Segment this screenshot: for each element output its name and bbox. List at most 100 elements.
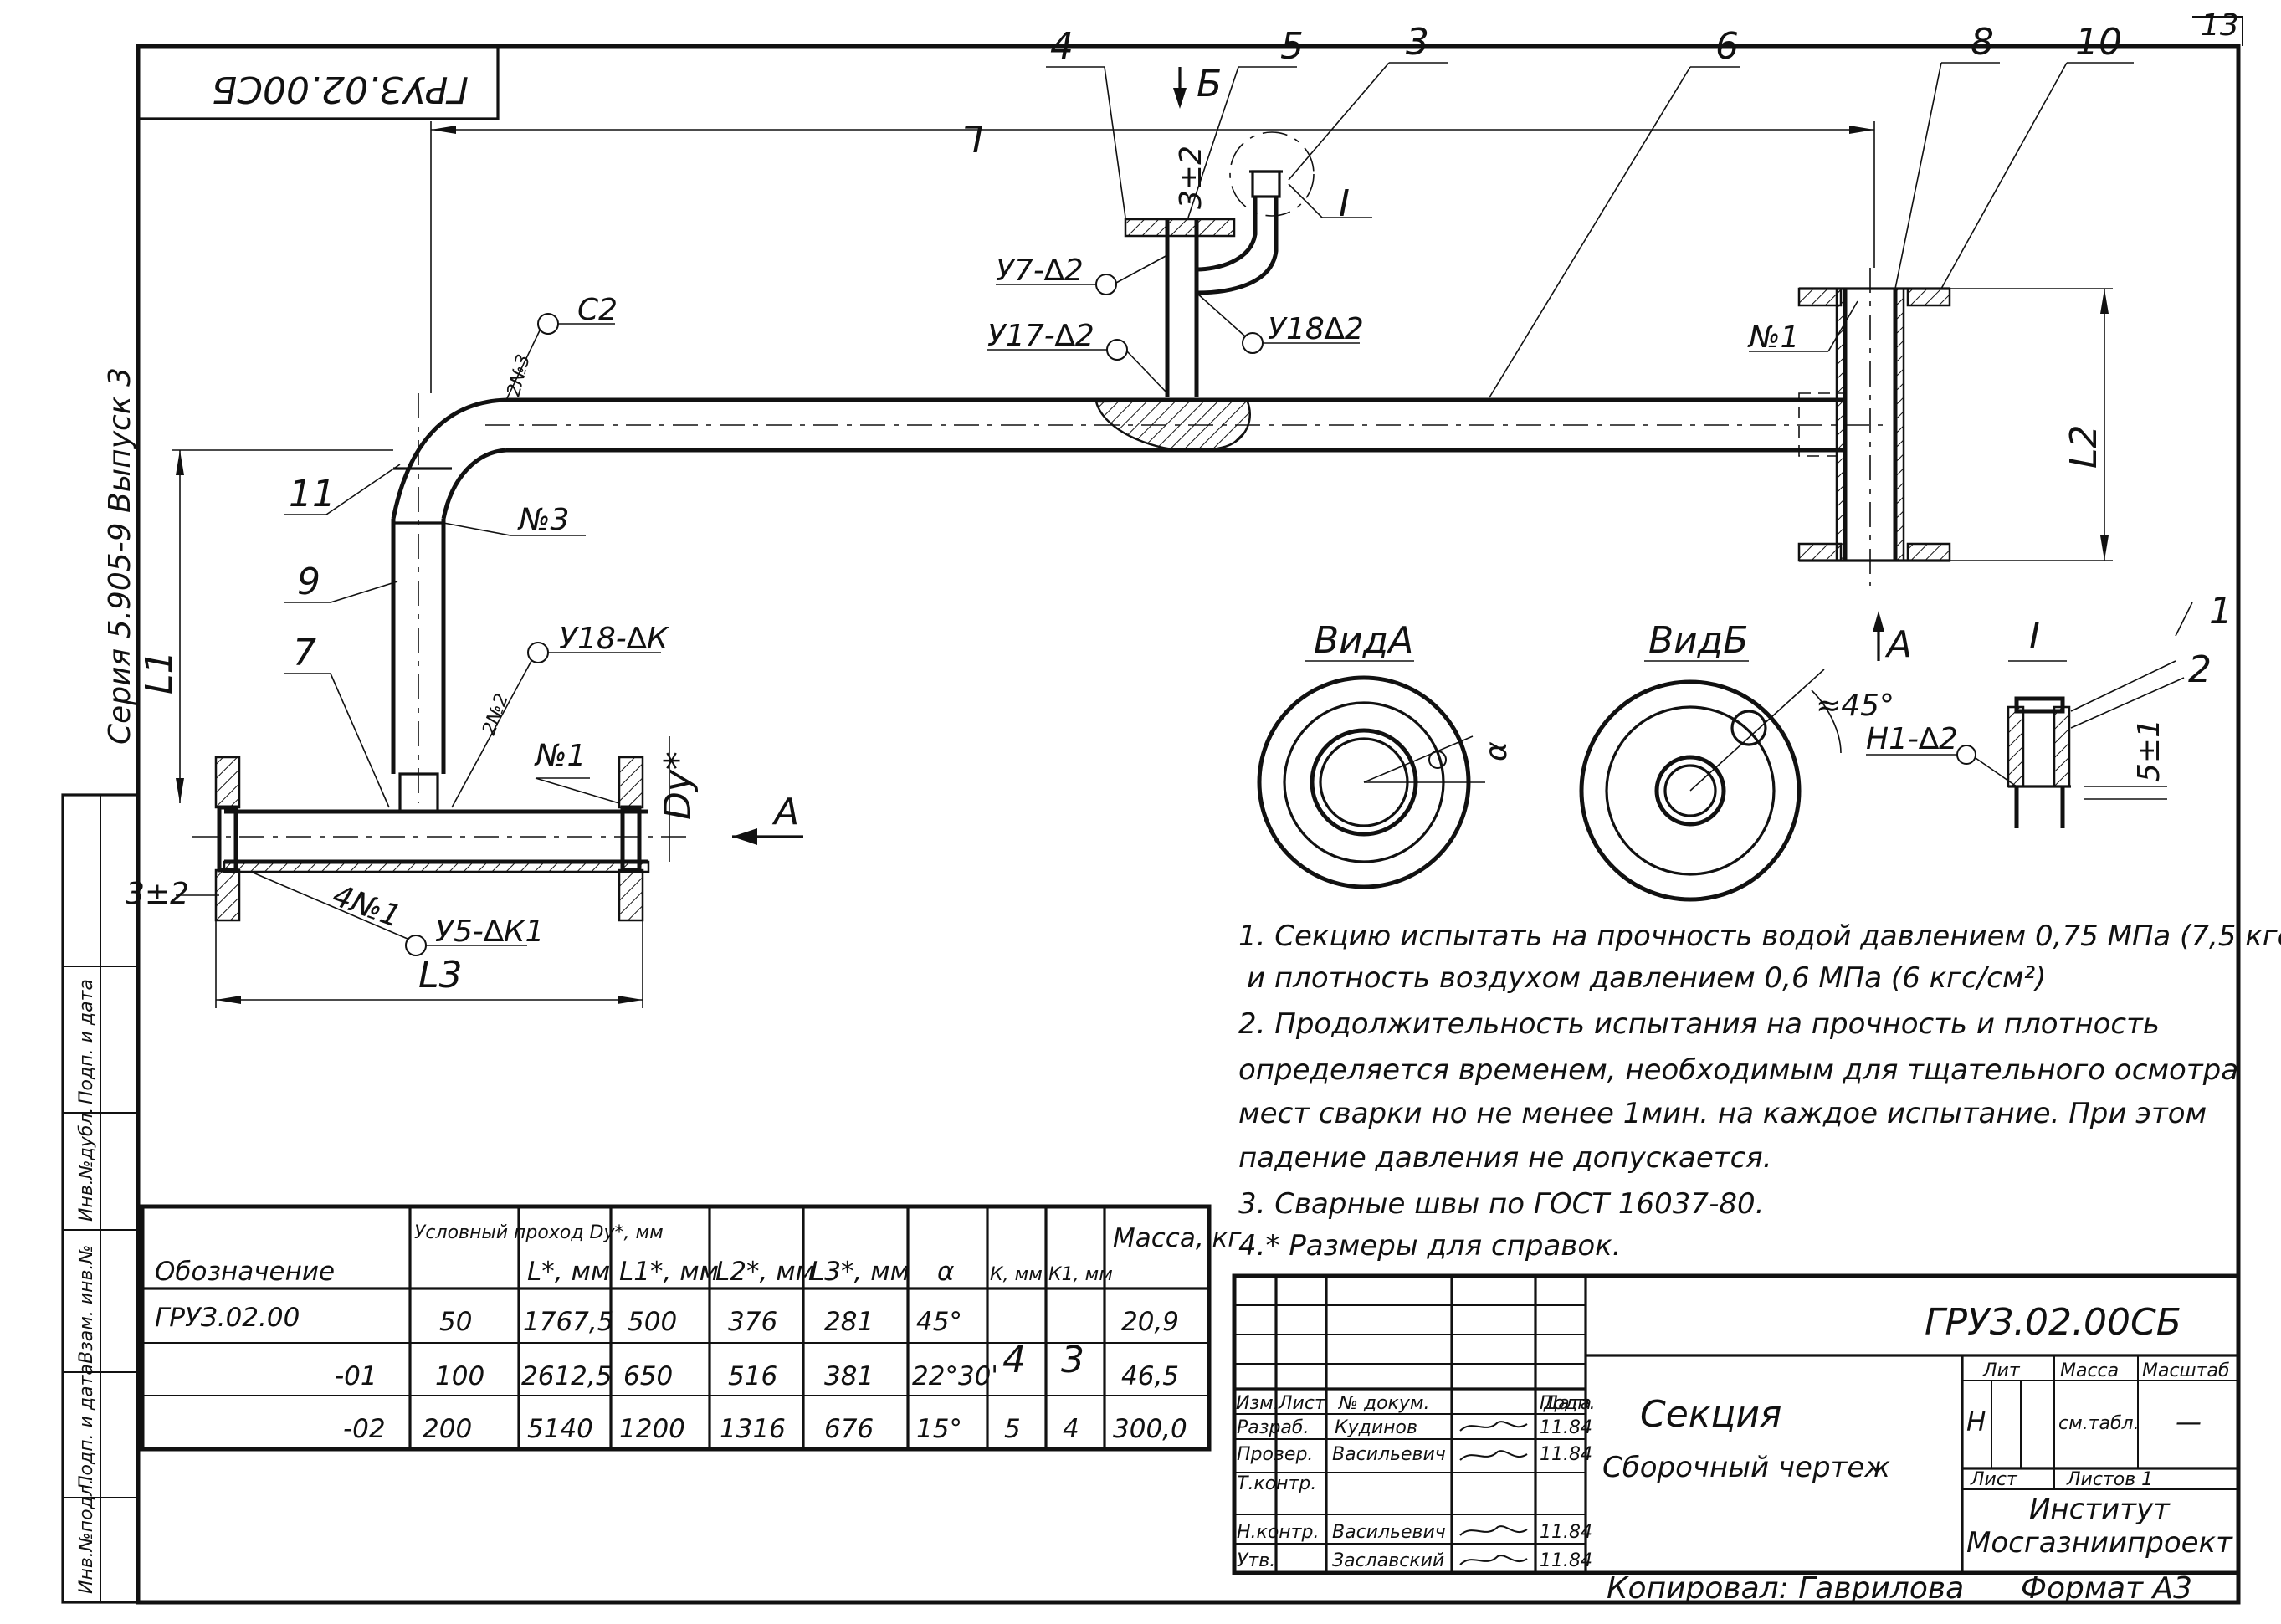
svg-text:Подп. и дата: Подп. и дата <box>76 1364 97 1489</box>
svg-text:№3: №3 <box>517 503 569 537</box>
svg-text:Изм.: Изм. <box>1236 1393 1279 1414</box>
svg-text:1316: 1316 <box>720 1414 786 1444</box>
svg-text:Обозначение: Обозначение <box>155 1257 335 1287</box>
page-number: 13 <box>2201 8 2239 43</box>
svg-text:Сборочный чертеж: Сборочный чертеж <box>1602 1451 1890 1484</box>
svg-text:7: 7 <box>293 632 316 674</box>
svg-text:9: 9 <box>297 561 320 603</box>
svg-text:I: I <box>2029 615 2040 658</box>
svg-text:2. Продолжительность испытания: 2. Продолжительность испытания на прочно… <box>1238 1007 2160 1041</box>
svg-text:У5-∆К1: У5-∆К1 <box>435 914 544 949</box>
svg-text:4: 4 <box>1063 1414 1079 1444</box>
svg-text:2№3: 2№3 <box>504 352 535 399</box>
main-assembly-view: A L L1 <box>126 21 2134 1008</box>
position-leaders: 4 5 3 6 8 10 11 9 7 <box>284 21 2134 808</box>
svg-text:Н1-∆2: Н1-∆2 <box>1866 722 1958 756</box>
svg-text:У18-∆К: У18-∆К <box>559 622 669 656</box>
svg-text:Лит: Лит <box>1982 1360 2021 1381</box>
svg-text:ВидБ: ВидБ <box>1648 619 1748 662</box>
svg-text:A: A <box>1884 623 1912 666</box>
svg-text:Т.контр.: Т.контр. <box>1237 1473 1316 1494</box>
series-label: Серия 5.905-9 Выпуск 3 <box>103 367 137 745</box>
svg-text:11.84: 11.84 <box>1540 1522 1592 1543</box>
svg-text:Инв.№дубл.: Инв.№дубл. <box>76 1107 97 1222</box>
svg-text:8: 8 <box>1971 21 1994 64</box>
svg-text:α: α <box>1479 741 1514 761</box>
svg-text:Васильевич: Васильевич <box>1332 1444 1446 1465</box>
svg-text:1: 1 <box>2209 590 2232 633</box>
svg-text:Утв.: Утв. <box>1237 1550 1275 1571</box>
svg-text:Б: Б <box>1197 63 1222 105</box>
svg-text:4№1: 4№1 <box>328 879 405 935</box>
svg-text:Кудинов: Кудинов <box>1335 1417 1417 1438</box>
svg-text:1767,5: 1767,5 <box>523 1307 613 1337</box>
stamp-code-box: ГРУЗ.02.00СБ <box>138 46 500 120</box>
svg-text:Формат А3: Формат А3 <box>2021 1571 2192 1606</box>
svg-text:Провер.: Провер. <box>1237 1444 1313 1465</box>
svg-text:L: L <box>962 116 983 159</box>
svg-text:Подп.: Подп. <box>1540 1393 1596 1414</box>
svg-text:L2: L2 <box>2063 424 2105 469</box>
svg-text:5: 5 <box>1280 25 1304 68</box>
svg-text:281: 281 <box>824 1307 874 1337</box>
svg-text:4: 4 <box>1050 25 1074 68</box>
view-detail-i: I 2 1 Н1-∆2 5±1 <box>1866 590 2232 828</box>
svg-text:20,9: 20,9 <box>1121 1307 1179 1337</box>
svg-text:L1*, мм: L1*, мм <box>619 1257 719 1287</box>
svg-text:15°: 15° <box>916 1414 962 1444</box>
svg-text:Dy*: Dy* <box>657 751 700 820</box>
svg-text:№1: №1 <box>534 739 586 773</box>
svg-text:4.* Размеры для справок.: 4.* Размеры для справок. <box>1238 1229 1622 1263</box>
svg-text:1200: 1200 <box>619 1414 685 1444</box>
svg-text:4: 4 <box>1002 1339 1026 1381</box>
svg-text:45°: 45° <box>916 1307 962 1337</box>
svg-text:676: 676 <box>824 1414 874 1444</box>
svg-text:A: A <box>771 791 799 833</box>
svg-text:2№2: 2№2 <box>479 691 513 738</box>
svg-text:падение давления не допускаетс: падение давления не допускается. <box>1238 1141 1772 1175</box>
svg-text:11.84: 11.84 <box>1540 1550 1592 1571</box>
svg-text:ВидА: ВидА <box>1314 619 1413 662</box>
svg-text:11.84: 11.84 <box>1540 1417 1592 1438</box>
svg-text:α: α <box>937 1257 954 1287</box>
svg-text:Листов 1: Листов 1 <box>2066 1469 2153 1490</box>
weld-marks: У7-∆2 У17-∆2 У18∆2 С2 2№3 №3 У18-∆К 2№2 <box>250 182 1858 956</box>
svg-text:200: 200 <box>423 1414 472 1444</box>
svg-text:Лист: Лист <box>1970 1469 2018 1490</box>
svg-text:381: 381 <box>824 1361 874 1391</box>
svg-text:50: 50 <box>439 1307 472 1337</box>
svg-text:376: 376 <box>728 1307 777 1337</box>
svg-text:5: 5 <box>1004 1414 1021 1444</box>
svg-text:10: 10 <box>2075 21 2122 64</box>
svg-text:К1, мм: К1, мм <box>1048 1264 1113 1285</box>
svg-text:мест сварки но не менее 1мин.: мест сварки но не менее 1мин. на каждое … <box>1238 1097 2207 1130</box>
svg-text:3: 3 <box>1061 1339 1084 1381</box>
svg-text:300,0: 300,0 <box>1113 1414 1187 1444</box>
title-block: Изм. Лист № докум. Подп. Дата Разраб. Ку… <box>1232 1273 2241 1606</box>
svg-text:ГРУЗ.02.00: ГРУЗ.02.00 <box>155 1303 300 1333</box>
svg-text:500: 500 <box>628 1307 677 1337</box>
svg-text:У17-∆2: У17-∆2 <box>987 319 1094 353</box>
left-revision-strip: Инв.№подл. Подп. и дата Взам. инв.№ Инв.… <box>61 793 140 1604</box>
svg-text:100: 100 <box>435 1361 484 1391</box>
svg-text:см.табл.: см.табл. <box>2058 1413 2140 1434</box>
svg-text:5±1: 5±1 <box>2132 719 2166 782</box>
svg-text:Копировал: Гаврилова: Копировал: Гаврилова <box>1607 1571 1964 1606</box>
svg-text:46,5: 46,5 <box>1121 1361 1179 1391</box>
svg-text:Масштаб: Масштаб <box>2142 1360 2230 1381</box>
svg-text:L3: L3 <box>418 954 463 996</box>
svg-text:Инв.№подл.: Инв.№подл. <box>76 1478 97 1594</box>
svg-text:№ докум.: № докум. <box>1338 1393 1429 1414</box>
svg-text:ГРУЗ.02.00СБ: ГРУЗ.02.00СБ <box>1925 1301 2181 1344</box>
svg-text:№1: №1 <box>1747 320 1799 355</box>
svg-text:≈45°: ≈45° <box>1816 689 1894 723</box>
svg-text:L1: L1 <box>138 650 181 694</box>
svg-text:С2: С2 <box>577 293 618 327</box>
svg-text:У7-∆2: У7-∆2 <box>996 254 1084 288</box>
svg-text:Лист: Лист <box>1278 1393 1326 1414</box>
svg-text:2: 2 <box>2188 648 2212 691</box>
svg-text:Мосгазниипроект: Мосгазниипроект <box>1966 1526 2233 1560</box>
svg-text:11.84: 11.84 <box>1540 1444 1592 1465</box>
svg-text:Н: Н <box>1966 1407 1986 1437</box>
